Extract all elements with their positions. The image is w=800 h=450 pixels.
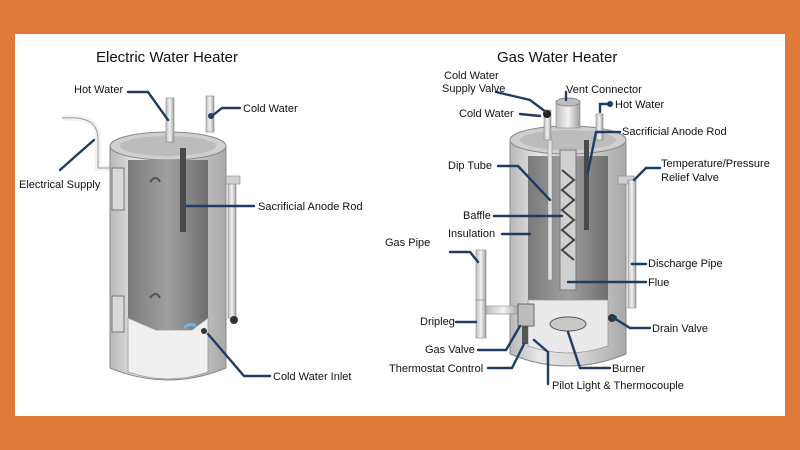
electric-tank-cutaway xyxy=(128,160,208,330)
label-dripleg: Dripleg xyxy=(420,316,455,328)
electric-discharge-pipe xyxy=(227,177,237,319)
label-gas-hot-water: Hot Water xyxy=(615,99,664,111)
gas-valve xyxy=(517,303,535,327)
gas-dip-tube xyxy=(547,139,553,281)
label-cold-water-inlet: Cold Water Inlet xyxy=(273,371,351,383)
label-cold-water-supply-valve-line1: Cold Water xyxy=(444,70,499,82)
label-electrical-supply: Electrical Supply xyxy=(19,179,101,191)
label-dip-tube: Dip Tube xyxy=(448,160,492,172)
label-drain-valve: Drain Valve xyxy=(652,323,708,335)
cold-inlet-arrow-icon xyxy=(182,322,197,330)
electric-drain-valve xyxy=(230,316,238,324)
label-temp-pressure-line1: Temperature/Pressure xyxy=(661,158,770,170)
label-sacrificial-anode-rod: Sacrificial Anode Rod xyxy=(258,201,363,213)
gas-heater-group: Gas Water Heater xyxy=(385,49,770,392)
electric-heater-group: Electric Water Heater xyxy=(19,49,363,383)
label-insulation: Insulation xyxy=(448,228,495,240)
label-gas-valve: Gas Valve xyxy=(425,344,475,356)
gas-pipe xyxy=(475,249,487,301)
gas-discharge-pipe xyxy=(627,179,637,309)
gas-flue xyxy=(559,149,577,291)
upper-access-panel xyxy=(111,167,125,211)
label-vent-connector: Vent Connector xyxy=(566,84,642,96)
label-hot-water: Hot Water xyxy=(74,84,123,96)
label-gas-cold-water: Cold Water xyxy=(459,108,514,120)
gas-dripleg xyxy=(475,299,487,339)
gas-anode-rod xyxy=(584,140,589,230)
label-thermostat-control: Thermostat Control xyxy=(389,363,483,375)
gas-cold-water-pipe xyxy=(543,109,552,141)
gas-title: Gas Water Heater xyxy=(497,49,617,66)
label-burner: Burner xyxy=(612,363,645,375)
label-temp-pressure-line2: Relief Valve xyxy=(661,172,719,184)
electric-anode-rod xyxy=(180,148,186,232)
electric-title: Electric Water Heater xyxy=(96,49,238,66)
leader-hot-water xyxy=(126,90,170,122)
label-pilot-light-thermocouple: Pilot Light & Thermocouple xyxy=(552,380,684,392)
lower-access-panel xyxy=(111,295,125,333)
label-cold-water: Cold Water xyxy=(243,103,298,115)
label-cold-water-supply-valve-line2: Supply Valve xyxy=(442,83,505,95)
label-baffle: Baffle xyxy=(463,210,491,222)
gas-hot-water-pipe xyxy=(595,113,604,141)
label-flue: Flue xyxy=(648,277,669,289)
label-discharge-pipe: Discharge Pipe xyxy=(648,258,723,270)
electric-hot-water-pipe xyxy=(165,97,175,143)
label-gas-sacrificial-anode-rod: Sacrificial Anode Rod xyxy=(622,126,727,138)
gas-baffle xyxy=(560,169,576,261)
label-gas-pipe: Gas Pipe xyxy=(385,237,430,249)
gas-burner xyxy=(549,316,587,332)
